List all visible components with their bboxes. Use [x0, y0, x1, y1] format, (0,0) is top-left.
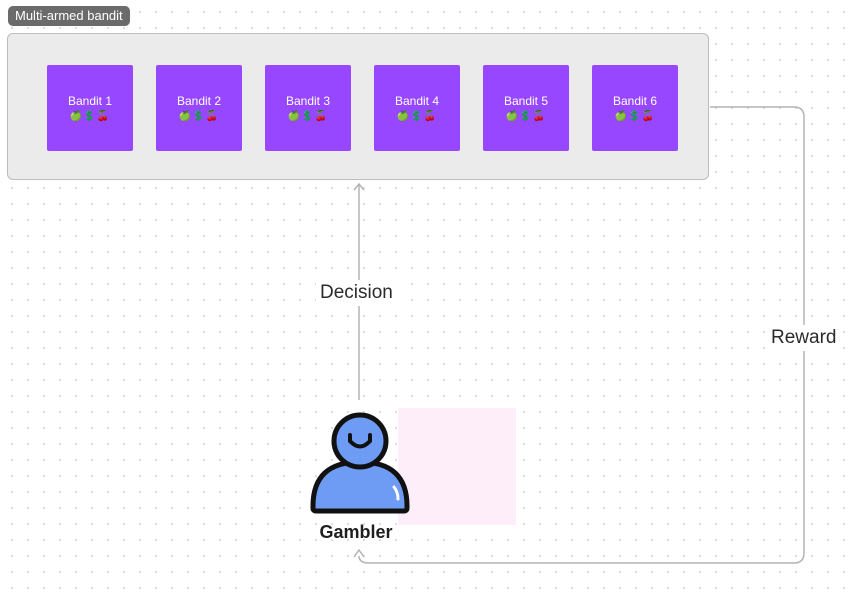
- bandit-3-fruit-icons: 🍏💲🍒: [287, 111, 329, 122]
- highlight-area[interactable]: [398, 408, 516, 525]
- bandit-5-label: Bandit 5: [503, 94, 549, 108]
- reward-arrowhead: [353, 548, 365, 558]
- bandit-6-fruit-icons: 🍏💲🍒: [614, 111, 656, 122]
- decision-label[interactable]: Decision: [316, 280, 397, 306]
- bandit-4[interactable]: Bandit 4 🍏💲🍒: [374, 65, 460, 151]
- reward-connector: [358, 106, 805, 564]
- bandit-6-label: Bandit 6: [612, 94, 658, 108]
- decision-arrowhead: [353, 182, 365, 191]
- bandit-1-fruit-icons: 🍏💲🍒: [69, 111, 111, 122]
- gambler-label[interactable]: Gambler: [319, 522, 393, 542]
- bandit-6[interactable]: Bandit 6 🍏💲🍒: [592, 65, 678, 151]
- bandit-3-label: Bandit 3: [285, 94, 331, 108]
- bandit-4-label: Bandit 4: [394, 94, 440, 108]
- reward-label[interactable]: Reward: [767, 325, 841, 351]
- bandit-1-label: Bandit 1: [67, 94, 113, 108]
- multi-armed-bandit-frame[interactable]: Bandit 1 🍏💲🍒 Bandit 2 🍏💲🍒 Bandit 3 🍏💲🍒 B…: [7, 33, 709, 180]
- bandit-3[interactable]: Bandit 3 🍏💲🍒: [265, 65, 351, 151]
- bandit-5-fruit-icons: 🍏💲🍒: [505, 111, 547, 122]
- bandit-2[interactable]: Bandit 2 🍏💲🍒: [156, 65, 242, 151]
- bandit-4-fruit-icons: 🍏💲🍒: [396, 111, 438, 122]
- bandit-1[interactable]: Bandit 1 🍏💲🍒: [47, 65, 133, 151]
- frame-label[interactable]: Multi-armed bandit: [8, 6, 130, 26]
- person-icon[interactable]: [308, 410, 412, 516]
- bandit-2-label: Bandit 2: [176, 94, 222, 108]
- bandit-5[interactable]: Bandit 5 🍏💲🍒: [483, 65, 569, 151]
- bandit-2-fruit-icons: 🍏💲🍒: [178, 111, 220, 122]
